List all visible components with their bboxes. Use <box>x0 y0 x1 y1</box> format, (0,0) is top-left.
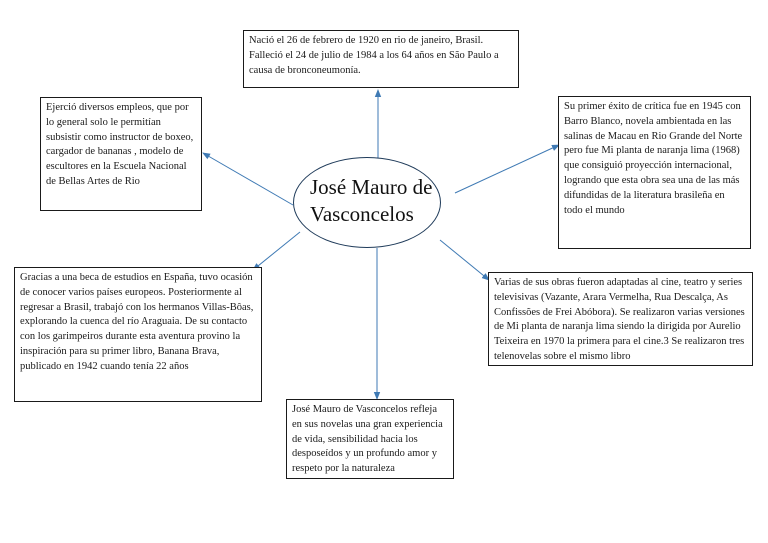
node-jobs: Ejerció diversos empleos, que por lo gen… <box>40 97 202 211</box>
node-travels-text: Gracias a una beca de estudios en España… <box>20 272 254 372</box>
node-literary-success: Su primer éxito de crítica fue en 1945 c… <box>558 96 751 249</box>
node-travels: Gracias a una beca de estudios en España… <box>14 267 262 402</box>
node-adaptations-text: Varias de sus obras fueron adaptadas al … <box>494 277 745 362</box>
arrow-to-right-upper <box>454 144 560 194</box>
node-literary-success-text: Su primer éxito de crítica fue en 1945 c… <box>564 101 743 216</box>
node-jobs-text: Ejerció diversos empleos, que por lo gen… <box>46 102 194 187</box>
node-birth-death: Nació el 26 de febrero de 1920 en rio de… <box>243 30 519 88</box>
arrow-to-left-upper <box>202 152 294 206</box>
arrow-to-left-lower <box>252 231 301 271</box>
arrow-to-right-lower <box>439 239 490 281</box>
node-adaptations: Varias de sus obras fueron adaptadas al … <box>488 272 753 366</box>
node-themes: José Mauro de Vasconcelos refleja en sus… <box>286 399 454 479</box>
node-birth-death-text: Nació el 26 de febrero de 1920 en rio de… <box>249 35 499 76</box>
center-ellipse <box>293 157 441 248</box>
center-title: José Mauro de Vasconcelos <box>310 175 433 226</box>
node-themes-text: José Mauro de Vasconcelos refleja en sus… <box>292 404 443 475</box>
